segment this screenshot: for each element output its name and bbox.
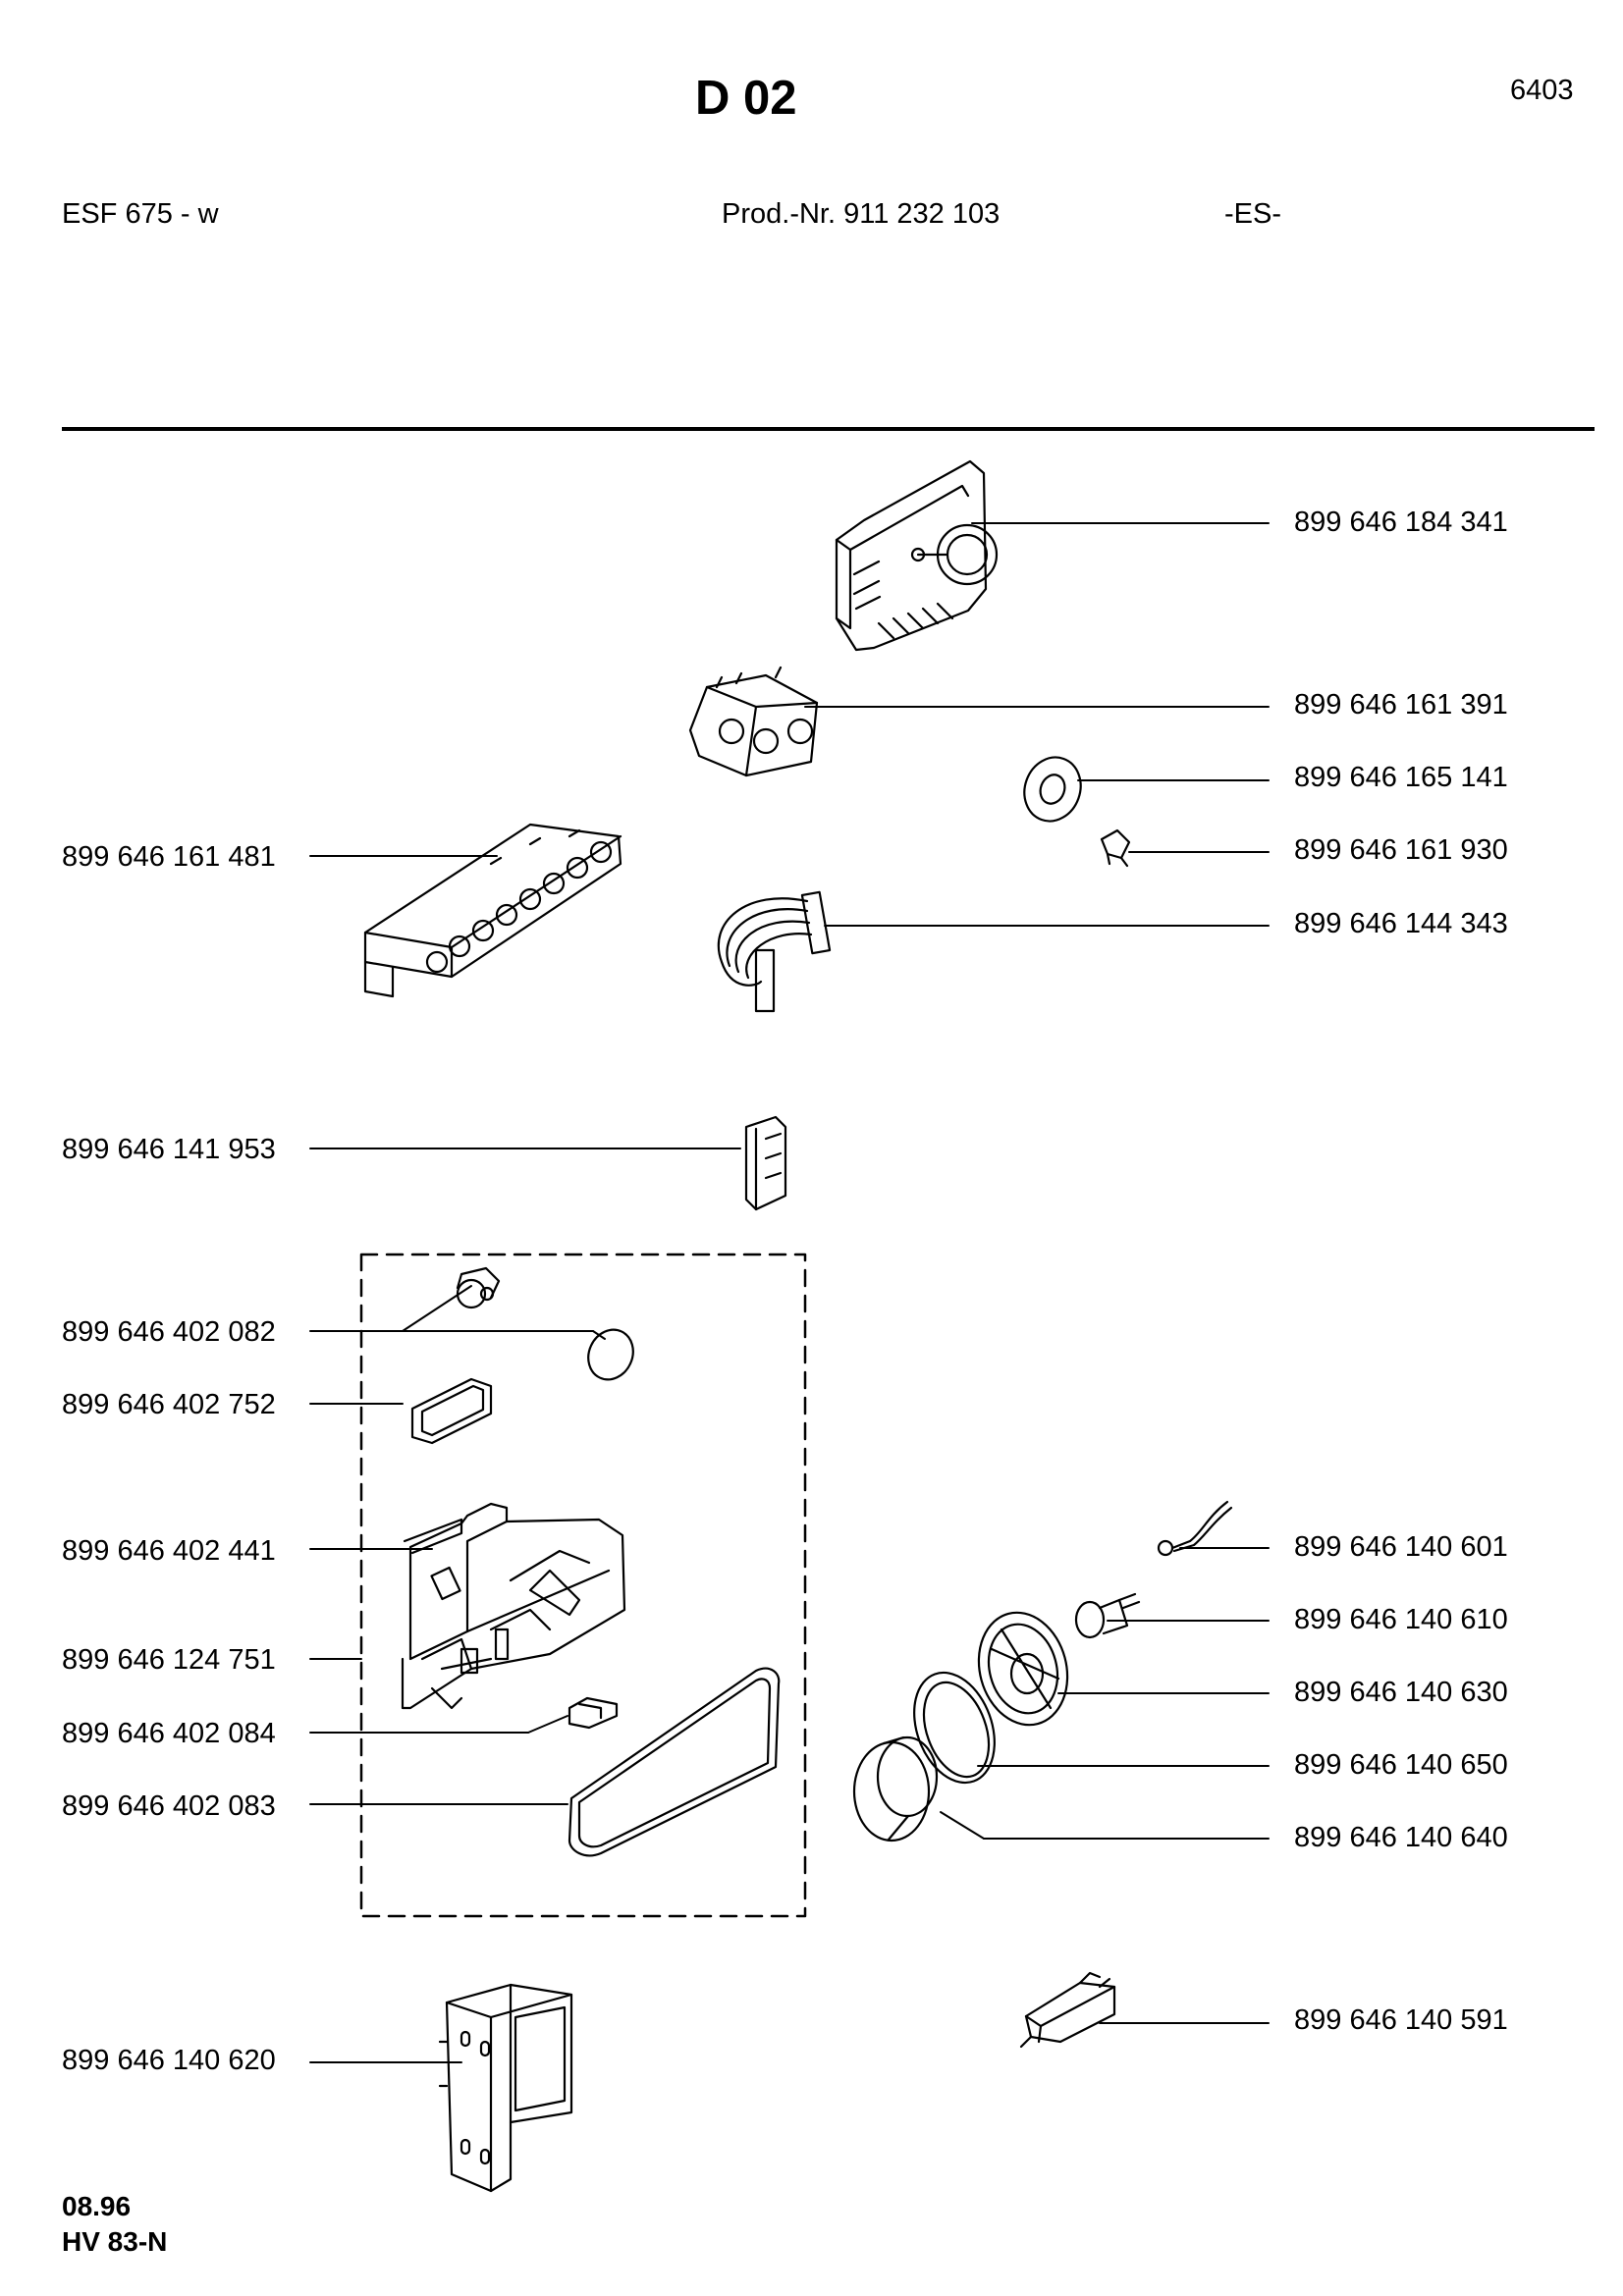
pushbutton-switch-bank-drawing xyxy=(363,823,622,998)
timer-assembly-drawing xyxy=(835,459,999,652)
latch-drawing xyxy=(568,1696,619,1730)
part-number-label: 899 646 402 082 xyxy=(62,1316,276,1348)
prod-nr-label: Prod.-Nr. 911 232 103 xyxy=(722,198,1001,230)
sensor-lead-drawing xyxy=(1157,1500,1233,1557)
seal-frame-drawing xyxy=(410,1377,493,1445)
part-number-label: 899 646 161 930 xyxy=(1294,834,1508,866)
part-number-label: 899 646 402 441 xyxy=(62,1535,276,1567)
lamp-holder-drawing xyxy=(977,1611,1069,1727)
wire-harness-drawing xyxy=(717,890,832,1013)
part-number-label: 899 646 402 084 xyxy=(62,1718,276,1749)
dispenser-assembly-drawing xyxy=(401,1502,626,1710)
page-title: D 02 xyxy=(695,72,797,125)
leader-lines xyxy=(309,522,1270,2063)
part-number-label: 899 646 402 083 xyxy=(62,1790,276,1822)
part-number-label: 899 646 124 751 xyxy=(62,1644,276,1676)
o-ring-drawing xyxy=(587,1328,634,1381)
switch-block-drawing xyxy=(688,666,819,777)
part-number-label: 899 646 144 343 xyxy=(1294,908,1508,939)
transformer-drawing xyxy=(438,1983,573,2193)
header-rule xyxy=(62,427,1595,431)
part-number-label: 899 646 140 650 xyxy=(1294,1749,1508,1781)
cam-clip-drawing xyxy=(456,1266,501,1309)
washer-ring-drawing xyxy=(1023,756,1082,823)
part-number-label: 899 646 140 591 xyxy=(1294,2004,1508,2036)
model-label: ESF 675 - w xyxy=(62,198,219,230)
language-label: -ES- xyxy=(1224,198,1281,230)
part-number-label: 899 646 140 601 xyxy=(1294,1531,1508,1563)
page-code: 6403 xyxy=(1510,75,1574,106)
part-number-label: 899 646 402 752 xyxy=(62,1389,276,1420)
part-number-label: 899 646 141 953 xyxy=(62,1134,276,1165)
part-number-label: 899 646 165 141 xyxy=(1294,762,1508,793)
part-number-label: 899 646 161 391 xyxy=(1294,689,1508,721)
lamp-drawing xyxy=(1074,1592,1141,1639)
part-number-label: 899 646 161 481 xyxy=(62,841,276,873)
part-number-label: 899 646 140 640 xyxy=(1294,1822,1508,1853)
connector-drawing xyxy=(744,1115,787,1211)
part-number-label: 899 646 184 341 xyxy=(1294,507,1508,538)
kit-group-frame xyxy=(359,1253,807,1918)
footer-date: 08.96 xyxy=(62,2191,132,2221)
knob-drawing xyxy=(852,1735,939,1842)
part-number-label: 899 646 140 620 xyxy=(62,2045,276,2076)
gasket-drawing xyxy=(568,1667,781,1857)
part-number-label: 899 646 140 610 xyxy=(1294,1604,1508,1635)
micro-switch-drawing xyxy=(1019,1971,1116,2049)
clip-drawing xyxy=(1100,828,1131,868)
part-number-label: 899 646 140 630 xyxy=(1294,1677,1508,1708)
footer-ref: HV 83-N xyxy=(62,2226,168,2257)
